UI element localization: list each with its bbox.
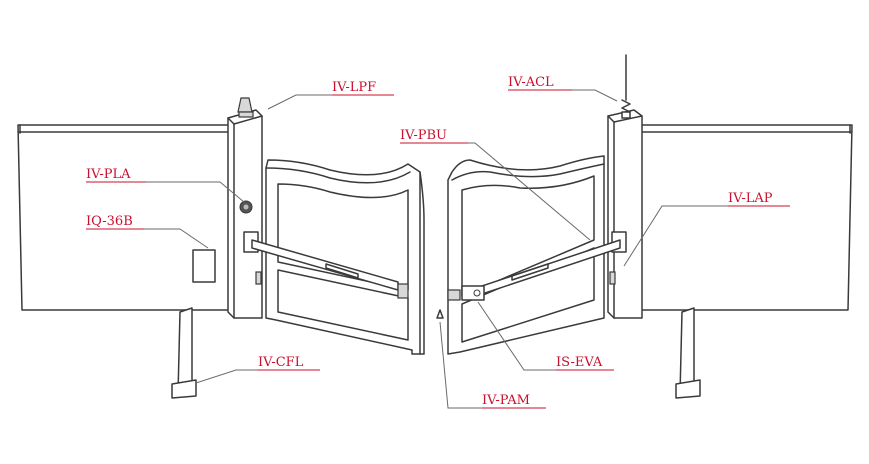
label-text-pla: IV-PLA [86, 167, 131, 182]
key-selector-icon [239, 200, 253, 214]
label-iv-pla: IV-PLA [86, 167, 146, 183]
label-text-pbu: IV-PBU [400, 128, 447, 143]
label-iv-pbu: IV-PBU [400, 128, 468, 144]
right-gate-leaf [447, 155, 605, 355]
left-gate-leaf [265, 159, 425, 355]
ground-stop-icon [436, 309, 444, 319]
left-pillar [227, 109, 263, 319]
label-text-cfl: IV-CFL [258, 355, 304, 370]
label-text-lap: IV-LAP [728, 191, 773, 206]
label-text-q36b: IQ-36B [86, 214, 133, 229]
label-text-acl: IV-ACL [508, 75, 554, 90]
label-text-pam: IV-PAM [482, 393, 530, 408]
right-fence-panel [639, 124, 853, 311]
right-photocell-column [675, 307, 701, 399]
control-box [192, 249, 216, 283]
label-iv-acl: IV-ACL [508, 75, 572, 91]
label-is-eva: IS-EVA [556, 355, 614, 371]
label-iv-lpf: IV-LPF [332, 80, 394, 96]
label-iv-cfl: IV-CFL [258, 355, 320, 371]
label-iv-pam: IV-PAM [482, 393, 546, 409]
right-gate-operator [447, 239, 621, 301]
label-text-eva: IS-EVA [556, 355, 603, 370]
left-photocell-column [171, 307, 197, 399]
left-gate-operator [251, 239, 409, 299]
label-iq-36b: IQ-36B [86, 214, 144, 230]
label-text-lpf: IV-LPF [332, 80, 376, 95]
antenna-icon [621, 54, 631, 119]
label-iv-lap: IV-LAP [728, 191, 790, 207]
warning-lamp-icon [237, 97, 254, 118]
right-pillar [607, 109, 643, 319]
